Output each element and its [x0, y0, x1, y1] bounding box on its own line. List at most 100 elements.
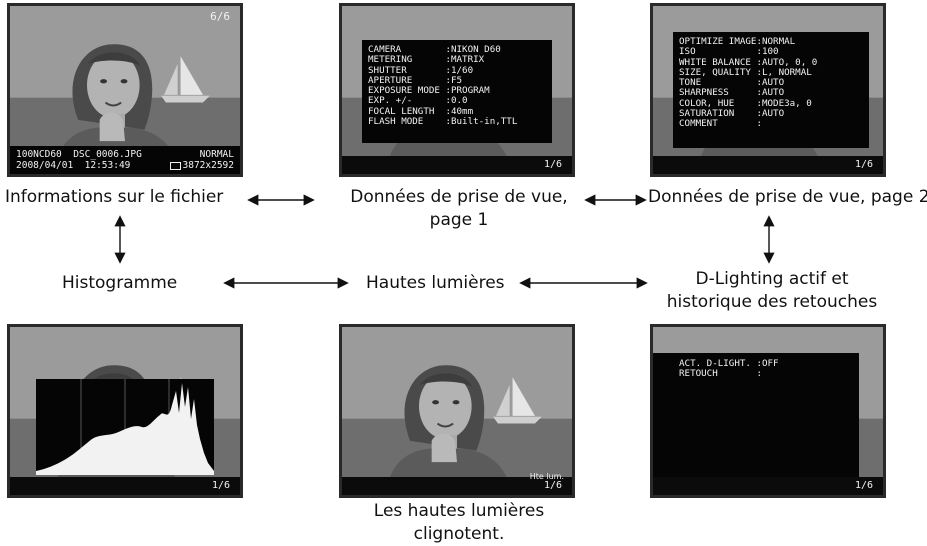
info-row: SHARPNESS :AUTO: [679, 87, 869, 99]
info-key: COMMENT: [679, 118, 757, 130]
date-time: 2008/04/01 12:53:49: [16, 160, 131, 171]
info-key: EXPOSURE MODE: [368, 85, 446, 97]
bottom-bar: [653, 477, 883, 495]
histogram-graph: [36, 379, 214, 475]
info-value: :AUTO: [756, 87, 785, 99]
label-histogram: Histogramme: [62, 273, 178, 293]
label-dlighting: D-Lighting actif et historique des retou…: [652, 268, 892, 314]
info-row: EXPOSURE MODE :PROGRAM: [368, 85, 552, 97]
file-info-text: 100NCD60 DSC_0006.JPG NORMAL 2008/04/01 …: [16, 149, 234, 171]
photo-image: [342, 327, 572, 495]
info-key: TONE: [679, 77, 757, 89]
info-key: FLASH MODE: [368, 116, 446, 128]
info-row: SHUTTER :1/60: [368, 64, 552, 76]
info-key: METERING: [368, 54, 446, 66]
info-row: WHITE BALANCE :AUTO, 0, 0: [679, 56, 869, 68]
info-value: :100: [756, 46, 779, 58]
page-number: 1/6: [854, 159, 873, 170]
info-row: SIZE, QUALITY :L, NORMAL: [679, 66, 869, 78]
info-key: EXP. +/-: [368, 95, 446, 107]
label-line: Données de prise de vue,: [350, 187, 568, 207]
info-value: :: [756, 118, 762, 130]
info-row: EXP. +/- :0.0: [368, 95, 552, 107]
screen-file-info: 6/6 100NCD60 DSC_0006.JPG NORMAL 2008/04…: [7, 3, 243, 177]
file-name: 100NCD60 DSC_0006.JPG: [16, 149, 142, 160]
bottom-bar: [653, 156, 883, 174]
info-value: :PROGRAM: [445, 85, 490, 97]
info-key: COLOR, HUE: [679, 97, 757, 109]
label-file-info: Informations sur le fichier: [5, 187, 224, 207]
info-row: ISO :100: [679, 46, 869, 58]
info-value: :F5: [445, 74, 463, 86]
info-row: METERING :MATRIX: [368, 54, 552, 66]
info-row: FOCAL LENGTH :40mm: [368, 105, 552, 117]
info-row: CAMERA :NIKON D60: [368, 44, 552, 55]
image-size: 3872x2592: [182, 160, 234, 171]
bottom-bar: [342, 477, 572, 495]
info-row: ACT. D-LIGHT. :OFF: [679, 358, 859, 369]
page-number: 1/6: [543, 480, 562, 491]
info-value: :OFF: [756, 358, 779, 369]
info-key: SIZE, QUALITY: [679, 66, 757, 78]
label-line: clignotent.: [413, 524, 505, 544]
info-value: :NIKON D60: [445, 44, 501, 55]
info-value: :0.0: [445, 95, 468, 107]
label-line: historique des retouches: [666, 292, 878, 312]
label-shooting-page2: Données de prise de vue, page 2: [648, 187, 927, 207]
info-row: TONE :AUTO: [679, 77, 869, 89]
info-key: FOCAL LENGTH: [368, 105, 446, 117]
screen-highlights: Hte lum. 1/6: [339, 324, 575, 498]
info-key: ISO: [679, 46, 757, 58]
info-key: ACT. D-LIGHT.: [679, 358, 757, 369]
highlights-indicator: Hte lum.: [529, 472, 564, 481]
info-row: SATURATION :AUTO: [679, 108, 869, 120]
info-key: APERTURE: [368, 74, 446, 86]
screen-histogram: 1/6: [7, 324, 243, 498]
info-key: RETOUCH: [679, 368, 757, 380]
info-value: :MODE3a, 0: [756, 97, 812, 109]
bottom-bar: [10, 477, 240, 495]
info-key: SHARPNESS: [679, 87, 757, 99]
info-value: :MATRIX: [445, 54, 485, 66]
info-value: :NORMAL: [756, 36, 796, 47]
label-highlights: Hautes lumières: [366, 273, 505, 293]
image-quality: NORMAL: [199, 149, 234, 160]
page-number: 1/6: [543, 159, 562, 170]
info-value: :40mm: [445, 105, 474, 117]
info-value: :L, NORMAL: [756, 66, 812, 78]
info-key: WHITE BALANCE: [679, 56, 757, 68]
label-highlights-blink: Les hautes lumières clignotent.: [335, 500, 583, 546]
info-row: COMMENT :: [679, 118, 869, 130]
page-number: 1/6: [211, 480, 230, 491]
info-key: SATURATION: [679, 108, 757, 120]
page-number: 1/6: [854, 480, 873, 491]
info-key: CAMERA: [368, 44, 446, 55]
histogram-panel: [36, 379, 214, 475]
file-info-bar: [10, 146, 240, 174]
label-line: page 1: [429, 210, 489, 230]
image-size-icon: [169, 161, 181, 170]
info-value: :AUTO: [756, 77, 785, 89]
label-line: Les hautes lumières: [373, 501, 545, 521]
info-row: FLASH MODE :Built-in,TTL: [368, 116, 552, 128]
info-key: OPTIMIZE IMAGE: [679, 36, 757, 47]
info-value: :Built-in,TTL: [445, 116, 518, 128]
info-row: APERTURE :F5: [368, 74, 552, 86]
info-value: :1/60: [445, 64, 474, 76]
frame-counter: 6/6: [210, 10, 230, 23]
info-row: RETOUCH :: [679, 368, 859, 380]
info-row: OPTIMIZE IMAGE:NORMAL: [679, 36, 869, 47]
info-value: :: [756, 368, 762, 380]
info-value: :AUTO, 0, 0: [756, 56, 818, 68]
label-line: D-Lighting actif et: [695, 269, 849, 289]
bottom-bar: [342, 156, 572, 174]
